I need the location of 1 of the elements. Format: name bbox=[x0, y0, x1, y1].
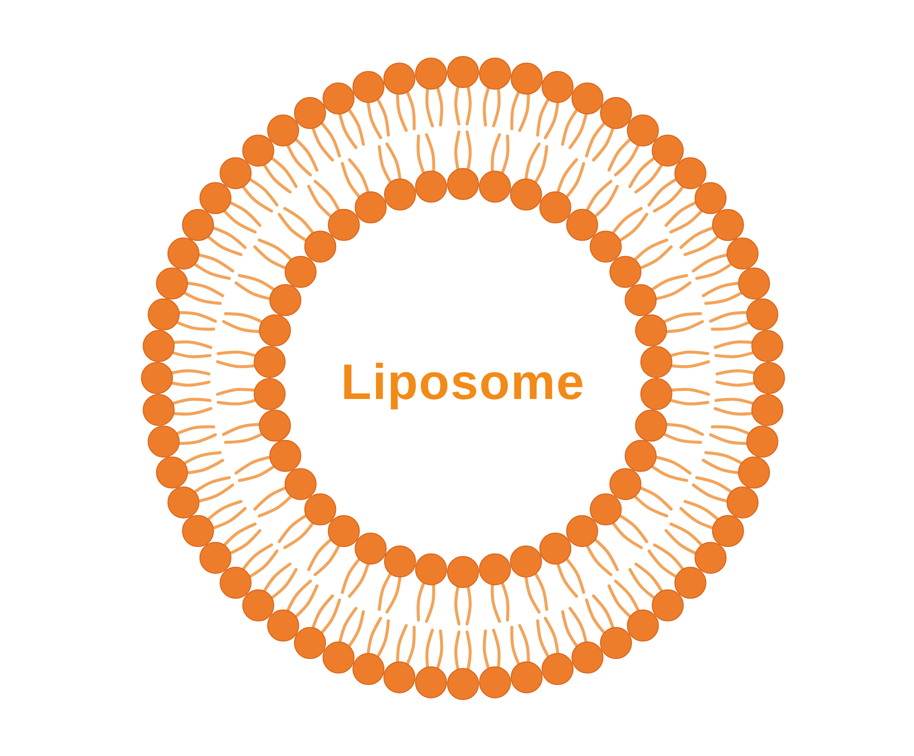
liposome-label: Liposome bbox=[340, 353, 586, 411]
